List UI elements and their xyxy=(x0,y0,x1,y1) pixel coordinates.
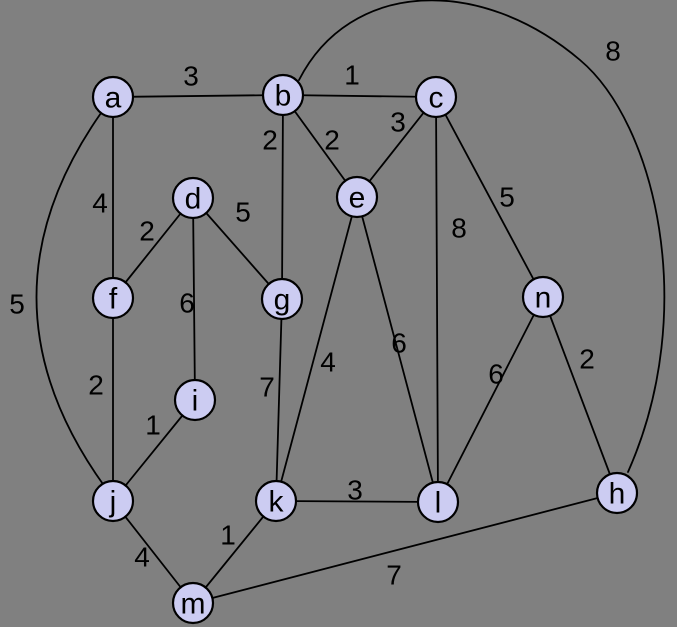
edge-weight-a-j: 5 xyxy=(9,289,25,320)
edge-m-h xyxy=(192,492,618,604)
edge-g-k xyxy=(275,298,283,502)
edge-c-e xyxy=(356,96,437,198)
edge-weight-g-k: 7 xyxy=(259,372,275,403)
edge-k-m xyxy=(192,500,277,604)
node-h xyxy=(595,471,639,515)
node-b xyxy=(261,73,305,117)
edge-weight-n-l: 6 xyxy=(488,359,504,390)
edge-a-j xyxy=(35,112,106,488)
edge-weight-b-g: 2 xyxy=(262,125,278,156)
edge-weight-b-h: 8 xyxy=(605,36,621,67)
node-d xyxy=(171,176,215,220)
edge-e-k xyxy=(275,196,358,502)
edge-weight-f-j: 2 xyxy=(88,370,104,401)
edge-weight-c-n: 5 xyxy=(499,182,515,213)
edge-weight-a-b: 3 xyxy=(183,61,199,92)
edge-b-c xyxy=(282,94,437,98)
edge-b-g xyxy=(281,94,284,300)
edge-j-m xyxy=(112,500,194,604)
edge-weight-b-c: 1 xyxy=(344,60,360,91)
edge-i-j xyxy=(112,399,196,502)
node-g xyxy=(260,277,304,321)
edge-weight-k-l: 3 xyxy=(347,475,363,506)
node-e xyxy=(335,175,379,219)
edge-k-l xyxy=(275,500,439,503)
edge-weight-a-f: 4 xyxy=(92,188,108,219)
edge-d-i xyxy=(192,197,196,401)
edge-c-l xyxy=(435,96,439,503)
node-c xyxy=(414,75,458,119)
edge-weight-d-i: 6 xyxy=(179,288,195,319)
edge-weight-e-k: 4 xyxy=(320,347,336,378)
edge-weight-i-j: 1 xyxy=(145,410,161,441)
edge-weight-b-e: 2 xyxy=(324,125,340,156)
edge-weight-n-h: 2 xyxy=(579,344,595,375)
node-a xyxy=(91,75,135,119)
node-i xyxy=(173,378,217,422)
edge-weight-c-l: 8 xyxy=(451,213,467,244)
edge-d-g xyxy=(192,197,283,300)
edge-weight-k-m: 1 xyxy=(220,520,236,551)
edge-d-f xyxy=(112,197,194,299)
edge-a-b xyxy=(112,94,284,98)
edge-n-l xyxy=(437,296,544,503)
edge-weight-d-g: 5 xyxy=(235,197,251,228)
edge-weight-j-m: 4 xyxy=(134,542,150,573)
edge-n-h xyxy=(542,296,618,494)
node-k xyxy=(254,479,298,523)
node-l xyxy=(416,480,460,524)
edge-weight-d-f: 2 xyxy=(139,216,155,247)
node-m xyxy=(171,581,215,625)
edge-b-h xyxy=(298,0,666,473)
edge-e-l xyxy=(356,196,439,503)
node-j xyxy=(91,479,135,523)
node-f xyxy=(91,276,135,320)
edge-weight-c-e: 3 xyxy=(390,107,406,138)
edge-weight-e-l: 6 xyxy=(391,328,407,359)
edge-weight-m-h: 7 xyxy=(386,560,402,591)
edge-c-n xyxy=(435,96,544,298)
node-n xyxy=(521,275,565,319)
